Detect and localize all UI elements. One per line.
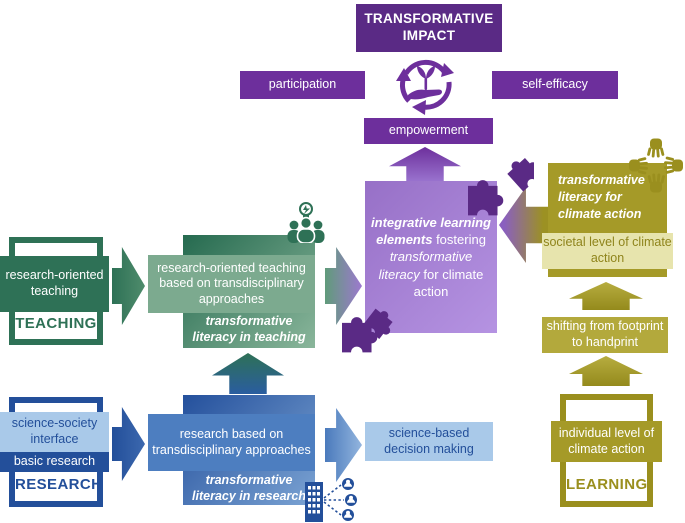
integrative-seg3: transformative literacy [378,249,473,282]
puzzle-pieces-icon [342,305,399,353]
arrow-teaching-to-middle [112,247,145,325]
arrow-up-to-societal [569,282,643,310]
integrative-seg2: fostering [436,232,486,248]
arrow-middle-to-decision [325,408,362,482]
integrative-seg4: for climate action [413,266,484,299]
science-based-decision-box: science-based decision making [365,422,493,461]
research-label: RESEARCH [15,476,103,493]
learning-label: LEARNING [566,476,648,493]
arrow-research-to-middle [112,407,145,481]
footprint-handprint-box: shifting from footprint to handprint [542,317,668,353]
individual-level-box: individual level of climate action [551,421,662,462]
impact-line1: TRANSFORMATIVE [364,11,494,27]
arrow-research-to-teaching [212,353,284,394]
integrative-text: integrative learning elements fostering … [371,214,491,300]
transformative-literacy-teaching-label: transformative literacy in teaching [192,314,306,344]
societal-level-box: societal level of climate action [542,233,673,269]
joined-hands-icon [629,138,683,193]
institution-network-icon [305,478,357,522]
team-idea-icon [287,202,325,243]
puzzle-pieces-icon [468,154,534,216]
self-efficacy-box: self-efficacy [492,71,618,99]
arrow-up-to-shifting [569,356,643,386]
teaching-label: TEACHING [15,315,97,332]
impact-line2: IMPACT [402,28,456,43]
basic-research-box: basic research [0,452,109,472]
transdisciplinary-research-box: research based on transdisciplinary appr… [148,414,315,471]
science-society-interface-box: science-society interface [0,412,109,452]
integrative-seg1: integrative learning elements [371,215,491,248]
hand-sprout-cycle-icon [396,59,454,115]
transformative-literacy-research-label: transformative literacy in research [192,473,306,503]
arrow-up-to-empowerment [389,147,461,182]
participation-box: participation [240,71,365,99]
empowerment-box: empowerment [364,118,493,144]
transdisciplinary-teaching-box: research-oriented teaching based on tran… [148,255,315,313]
transformative-impact-box: TRANSFORMATIVE IMPACT [356,4,502,52]
research-oriented-teaching-box: research-oriented teaching [0,256,109,312]
